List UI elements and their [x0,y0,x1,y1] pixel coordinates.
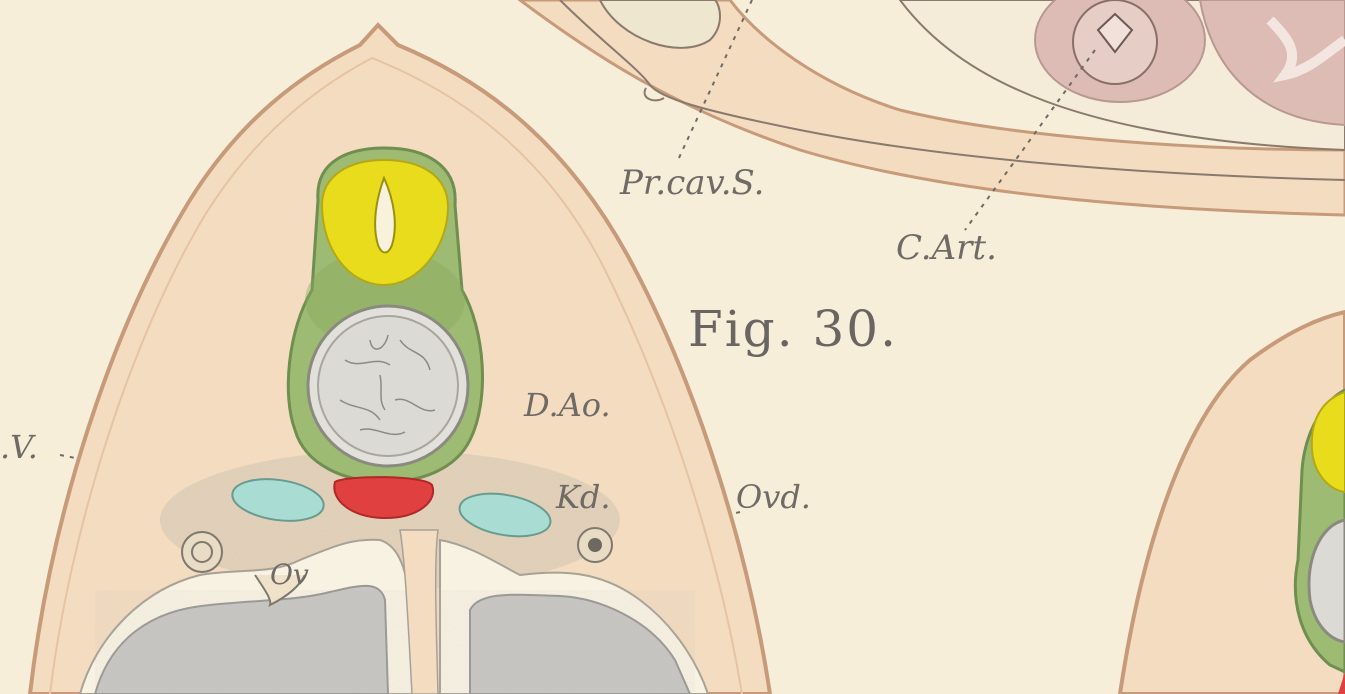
label-kd: Kd. [556,478,611,516]
figure-title: Fig. 30. [688,300,898,358]
label-d-ao: D.Ao. [524,386,611,424]
label-c-art: C.Art. [896,228,997,268]
label-ov: Ov [270,558,309,591]
label-pr-cav-s: Pr.cav.S. [620,163,764,203]
label-v: .V. [0,428,38,466]
label-ovd: Ovd. [736,478,811,516]
